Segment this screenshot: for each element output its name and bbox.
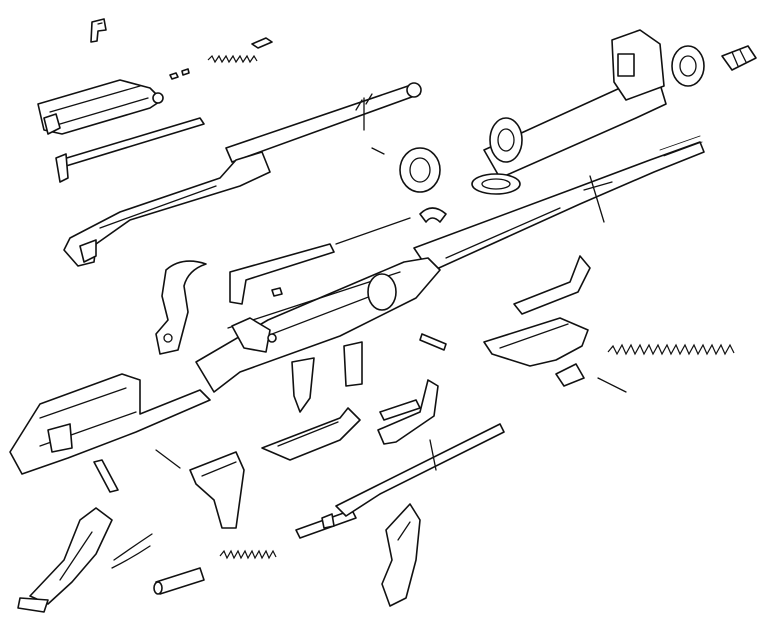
muzzle-nut	[671, 45, 705, 87]
connector-rod	[335, 217, 411, 245]
trigger-housing	[9, 373, 211, 475]
operating-rod	[63, 151, 271, 267]
hammer	[155, 260, 207, 355]
cross-pin	[93, 459, 119, 493]
trigger-spring	[111, 533, 153, 569]
spring	[219, 549, 277, 560]
trigger-guard	[17, 507, 113, 613]
bolt-lock-part	[229, 243, 335, 305]
gas-plug	[721, 45, 757, 71]
hammer-plunger	[189, 451, 245, 529]
ejector-pin	[419, 333, 447, 351]
extractor-assembly	[483, 255, 627, 393]
rear-sight-part	[90, 18, 107, 43]
bolt	[37, 79, 164, 135]
handguard-ring	[371, 147, 441, 193]
gas-cylinder-assembly	[471, 29, 667, 195]
barrel-and-stock	[413, 135, 705, 273]
small-pin	[169, 68, 190, 80]
magazine-latch	[377, 379, 439, 445]
sear	[295, 509, 357, 539]
firing-pin-rod	[55, 117, 205, 183]
follower	[261, 407, 361, 461]
trigger	[381, 503, 421, 607]
barrel	[225, 82, 422, 163]
firing-pin-spring	[207, 37, 273, 64]
recoil-spring	[607, 343, 735, 356]
receiver-stock	[195, 257, 441, 413]
small-pin-2	[155, 449, 181, 469]
safety-part	[379, 399, 421, 421]
small-clip	[419, 207, 447, 223]
plunger	[153, 567, 205, 595]
firing-rod	[335, 423, 505, 517]
